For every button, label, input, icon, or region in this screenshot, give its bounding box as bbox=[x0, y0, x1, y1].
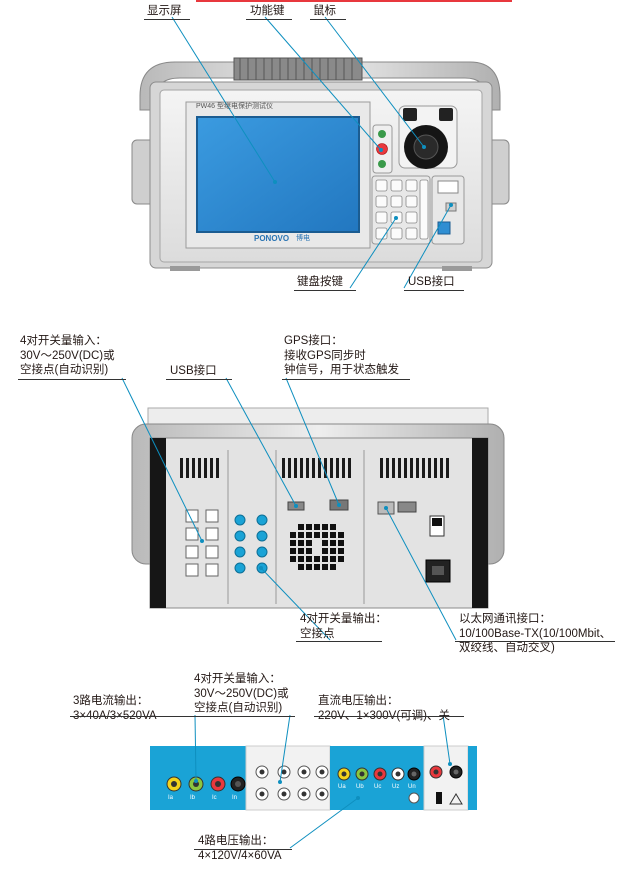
label-display: 显示屏 bbox=[147, 5, 182, 17]
voltage-output-line2: 4×120V/4×60VA bbox=[198, 849, 282, 862]
label-usb-front: USB接口 bbox=[408, 276, 455, 288]
brand-logo: PONOVO bbox=[254, 234, 290, 243]
label-binary-output: 4对开关量输出： 空接点 bbox=[300, 612, 387, 641]
label-mouse: 鼠标 bbox=[313, 5, 336, 17]
terminal-label-uz: Uz bbox=[392, 784, 400, 790]
label-voltage-output: 4路电压输出： 4×120V/4×60VA bbox=[198, 834, 282, 863]
label-current-output: 3路电流输出： 3×40A/3×520VA bbox=[73, 694, 157, 723]
label-usb-front-underline bbox=[404, 290, 464, 291]
ethernet-line1: 以太网通讯接口： bbox=[459, 613, 551, 625]
label-function-keys-underline bbox=[246, 19, 292, 20]
terminal-label-ua: Ua bbox=[338, 784, 346, 790]
terminal-label-ia: Ia bbox=[168, 795, 174, 801]
label-keypad: 键盘按键 bbox=[297, 276, 343, 288]
terminal-label-un: Un bbox=[408, 784, 416, 790]
label-binary-input-rear: 4对开关量输入： 30V～250V(DC)或 空接点(自动识别) bbox=[20, 334, 115, 378]
label-function-keys: 功能键 bbox=[250, 5, 285, 17]
leader-lines bbox=[121, 16, 457, 849]
label-dc-voltage-underline bbox=[314, 716, 464, 717]
terminal-label-ub: Ub bbox=[356, 784, 364, 790]
dc-voltage-line1: 直流电压输出： bbox=[318, 695, 399, 707]
label-gps: GPS接口： 接收GPS同步时 钟信号，用于状态触发 bbox=[284, 334, 399, 378]
ethernet-line2: 10/100Base-TX(10/100Mbit、 bbox=[459, 627, 612, 640]
display-screen bbox=[196, 116, 360, 233]
binary-input-terminal-line1: 4对开关量输入： bbox=[194, 673, 281, 685]
label-binary-input-rear-underline bbox=[18, 379, 126, 380]
terminal-label-ic: Ic bbox=[212, 795, 217, 801]
label-keypad-underline bbox=[294, 290, 356, 291]
binary-input-rear-line1: 4对开关量输入： bbox=[20, 335, 107, 347]
binary-input-terminal-line3: 空接点(自动识别) bbox=[194, 702, 283, 714]
current-output-line2: 3×40A/3×520VA bbox=[73, 709, 157, 722]
binary-output-line2: 空接点 bbox=[300, 627, 335, 640]
label-ethernet-underline bbox=[455, 641, 615, 642]
label-mouse-underline bbox=[310, 19, 346, 20]
front-panel bbox=[131, 57, 510, 271]
label-display-underline bbox=[144, 19, 190, 20]
binary-output-line1: 4对开关量输出： bbox=[300, 613, 387, 625]
label-binary-input-terminal: 4对开关量输入： 30V～250V(DC)或 空接点(自动识别) bbox=[194, 672, 289, 716]
label-dc-voltage: 直流电压输出： 220V、1×300V(可调)、关 bbox=[318, 694, 450, 723]
terminal-label-in: In bbox=[232, 795, 238, 801]
terminal-panel bbox=[150, 745, 477, 811]
binary-input-rear-line2: 30V～250V(DC)或 bbox=[20, 349, 115, 362]
label-current-output-underline bbox=[70, 716, 200, 717]
voltage-output-line1: 4路电压输出： bbox=[198, 835, 274, 847]
brand-cn: 博电 bbox=[296, 235, 310, 242]
label-ethernet: 以太网通讯接口： 10/100Base-TX(10/100Mbit、 双绞线、自… bbox=[459, 612, 611, 656]
terminal-label-uc: Uc bbox=[374, 784, 382, 790]
current-output-line1: 3路电流输出： bbox=[73, 695, 149, 707]
binary-input-terminal-line2: 30V～250V(DC)或 bbox=[194, 687, 289, 700]
rear-panel bbox=[131, 407, 505, 609]
label-binary-output-underline bbox=[296, 641, 382, 642]
binary-input-rear-line3: 空接点(自动识别) bbox=[20, 364, 109, 376]
label-binary-input-terminal-underline bbox=[191, 716, 295, 717]
terminal-label-ib: Ib bbox=[190, 795, 196, 801]
gps-line3: 钟信号，用于状态触发 bbox=[284, 364, 399, 376]
gps-line1: GPS接口： bbox=[284, 335, 343, 347]
gps-line2: 接收GPS同步时 bbox=[284, 349, 366, 362]
dc-voltage-line2: 220V、1×300V(可调)、关 bbox=[318, 709, 450, 722]
leader-dots bbox=[194, 145, 453, 800]
ethernet-line3: 双绞线、自动交叉) bbox=[459, 642, 555, 654]
label-voltage-output-underline bbox=[194, 849, 292, 850]
screen-caption: PW46 型继电保护测试仪 bbox=[196, 103, 274, 110]
label-gps-underline bbox=[282, 379, 410, 380]
label-usb-rear: USB接口 bbox=[170, 365, 217, 377]
label-usb-rear-underline bbox=[166, 379, 232, 380]
top-rule bbox=[196, 0, 512, 2]
